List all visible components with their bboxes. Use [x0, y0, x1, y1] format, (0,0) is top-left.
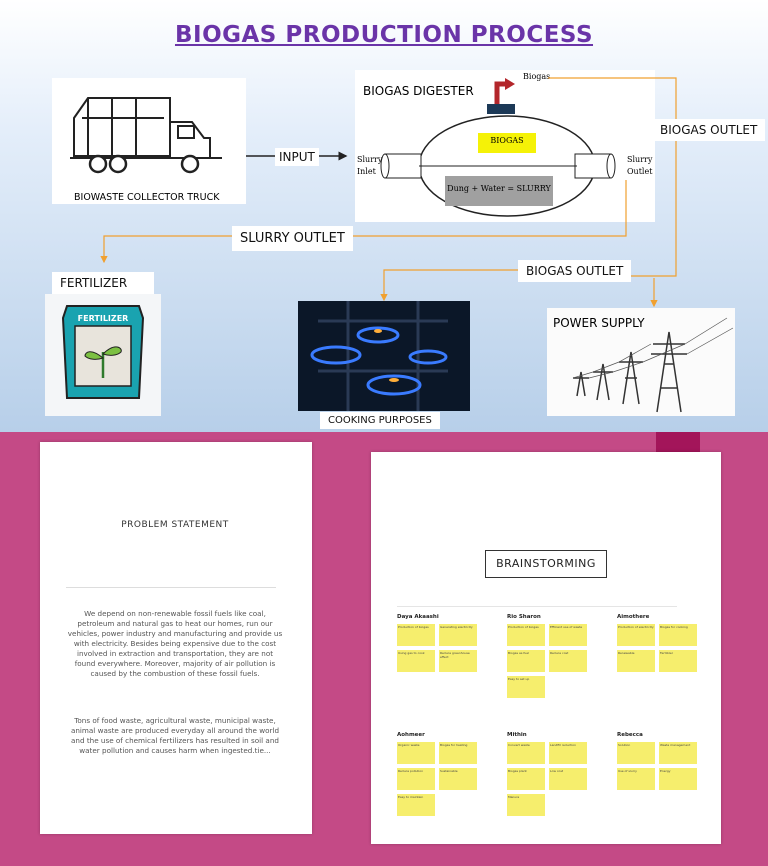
sticky-note: Convert waste: [507, 742, 545, 764]
brainstorming-page: BRAINSTORMING Daya Akaashi Production of…: [371, 452, 721, 844]
brainstorm-group: Rebecca Solution Waste management Use of…: [617, 732, 707, 790]
sticky-note: Generating electricity: [439, 624, 477, 646]
brainstorming-title: BRAINSTORMING: [485, 550, 607, 578]
problem-statement-page: PROBLEM STATEMENT We depend on non-renew…: [40, 442, 312, 834]
brainstorm-group: Daya Akaashi Production of biogas Genera…: [397, 614, 487, 672]
biogas-out-label: Biogas: [523, 72, 551, 81]
sticky-note: Fertilizer: [659, 650, 697, 672]
dung-box: [445, 176, 553, 206]
power-card: POWER SUPPLY: [547, 308, 735, 416]
sticky-note: Reduce greenhouse effect: [439, 650, 477, 672]
group-name: Rebecca: [617, 732, 643, 738]
sticky-note: Organic waste: [397, 742, 435, 764]
input-label: INPUT: [275, 148, 319, 166]
truck-label: BIOWASTE COLLECTOR TRUCK: [74, 192, 220, 203]
sticky-note: Solution: [617, 742, 655, 764]
fertilizer-bag-icon: [61, 305, 145, 399]
power-label: POWER SUPPLY: [553, 316, 645, 330]
sticky-note: Reduce pollution: [397, 768, 435, 790]
truck-card: BIOWASTE COLLECTOR TRUCK: [52, 78, 246, 204]
sticky-note: Efficient use of waste: [549, 624, 587, 646]
biogas-outlet-label-1: BIOGAS OUTLET: [652, 119, 766, 141]
sticky-note: Production of biogas: [397, 624, 435, 646]
sticky-note: Renewable: [617, 650, 655, 672]
gas-burner-icon: [298, 301, 470, 411]
sticky-note: Production of biogas: [507, 624, 545, 646]
sticky-note: Biogas for cooking: [659, 624, 697, 646]
dung-box-label: Dung + Water = SLURRY: [447, 184, 551, 193]
slurry-outlet-label: Slurry Outlet: [627, 155, 653, 176]
sticky-note: Landfill reduction: [549, 742, 587, 764]
biogas-outlet-label-2: BIOGAS OUTLET: [518, 260, 632, 282]
page-title: BIOGAS PRODUCTION PROCESS: [174, 22, 594, 48]
brainstorm-group: Aimothere Production of electricity Biog…: [617, 614, 707, 672]
group-name: Aimothere: [617, 614, 650, 620]
sticky-note: Using gas to cook: [397, 650, 435, 672]
fertilizer-bag-label: FERTILIZER: [77, 314, 129, 323]
brainstorm-group: Aohmeer Organic waste Biogas for heating…: [397, 732, 487, 816]
group-name: Rio Sharon: [507, 614, 541, 620]
problem-divider: [66, 587, 276, 588]
sticky-note: Energy: [659, 768, 697, 790]
sticky-note: Biogas as fuel: [507, 650, 545, 672]
fertilizer-card: FERTILIZER: [45, 294, 161, 416]
problem-paragraph-1: We depend on non-renewable fossil fuels …: [67, 609, 283, 678]
cooking-image: [298, 301, 470, 411]
sticky-note: Biogas for heating: [439, 742, 477, 764]
group-name: Mithin: [507, 732, 527, 738]
corner-accent: [656, 432, 700, 454]
slurry-outlet-label: SLURRY OUTLET: [232, 226, 353, 251]
group-name: Aohmeer: [397, 732, 425, 738]
sticky-note: Easy to set up: [507, 676, 545, 698]
garbage-truck-icon: [70, 97, 222, 174]
flow-arrows: [100, 77, 677, 308]
fertilizer-title: FERTILIZER: [52, 272, 154, 294]
biogas-box-label: BIOGAS: [490, 136, 524, 145]
sticky-note: Use of slurry: [617, 768, 655, 790]
cooking-label: COOKING PURPOSES: [320, 412, 440, 429]
digester-title: BIOGAS DIGESTER: [363, 84, 474, 98]
slurry-inlet-label: Slurry Inlet: [357, 155, 383, 176]
digester-card: BIOGAS DIGESTER BIOGAS Dung + Water = SL…: [355, 70, 655, 222]
group-name: Daya Akaashi: [397, 614, 439, 620]
sticky-note: Manure: [507, 794, 545, 816]
brainstorm-group: Rio Sharon Production of biogas Efficien…: [507, 614, 597, 698]
sticky-note: Biogas plant: [507, 768, 545, 790]
biogas-box: [478, 133, 536, 153]
brainstorming-divider: [397, 606, 677, 607]
sticky-note: Reduce cost: [549, 650, 587, 672]
problem-paragraph-2: Tons of food waste, agricultural waste, …: [70, 716, 280, 755]
problem-title: PROBLEM STATEMENT: [121, 520, 229, 530]
sticky-note: Sustainable: [439, 768, 477, 790]
sticky-note: Low cost: [549, 768, 587, 790]
sticky-note: Production of electricity: [617, 624, 655, 646]
brainstorm-group: Mithin Convert waste Landfill reduction …: [507, 732, 597, 816]
sticky-note: Easy to maintain: [397, 794, 435, 816]
sticky-note: Waste management: [659, 742, 697, 764]
power-tower-icon: [572, 317, 734, 413]
